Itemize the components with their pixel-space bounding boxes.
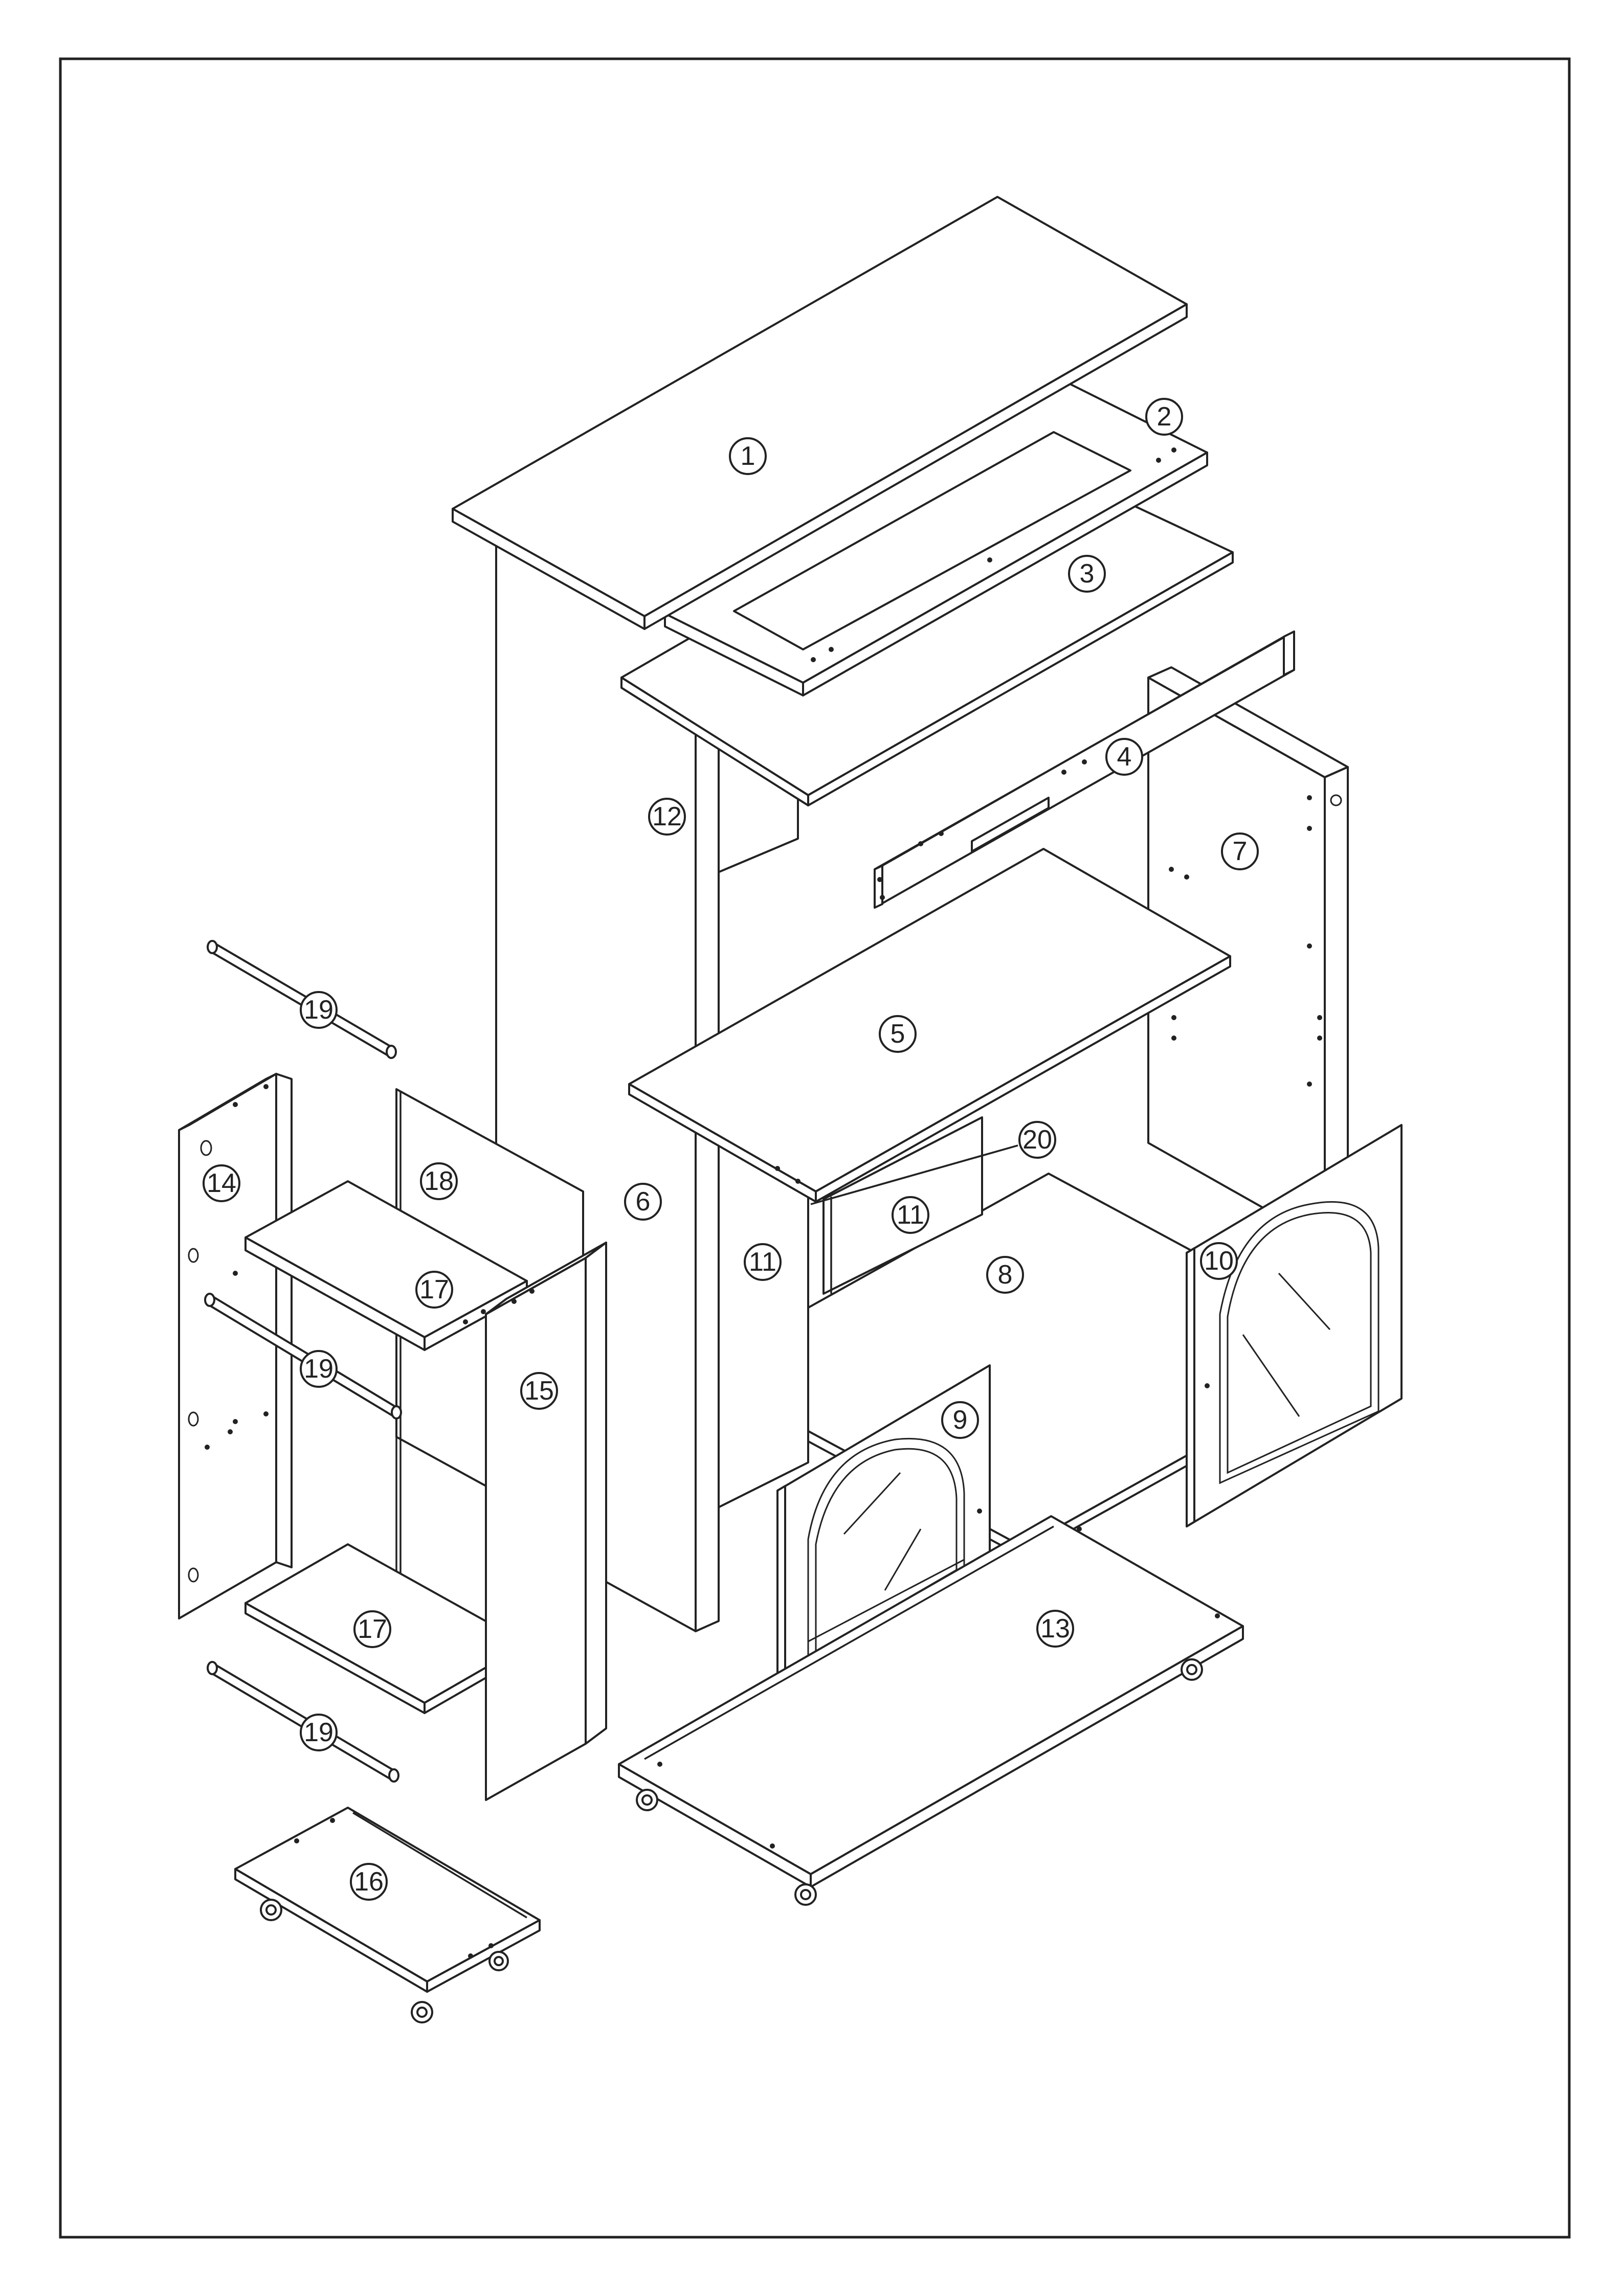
part-2-top-frame [664, 382, 1208, 696]
part-19-rod-top [207, 940, 397, 1059]
page-border [59, 57, 1571, 2239]
svg-text:8: 8 [998, 1260, 1013, 1290]
callout-part-5: 5 [879, 1015, 917, 1053]
callout-part-4: 4 [1105, 738, 1143, 776]
callout-part-2: 2 [1145, 398, 1183, 436]
svg-text:6: 6 [636, 1187, 651, 1217]
part-5-middle-shelf [628, 848, 1231, 1203]
svg-text:19: 19 [304, 1718, 333, 1747]
part-4-front-rail [874, 631, 1295, 909]
part-10-right-door [1186, 1124, 1403, 1527]
svg-text:14: 14 [207, 1168, 236, 1198]
callout-part-13: 13 [1036, 1610, 1074, 1648]
svg-text:3: 3 [1080, 559, 1095, 589]
callout-part-17b: 17 [353, 1610, 391, 1648]
callout-part-17a: 17 [415, 1271, 453, 1309]
svg-text:13: 13 [1040, 1614, 1070, 1644]
svg-text:1: 1 [741, 441, 755, 471]
svg-text:17: 17 [419, 1275, 449, 1304]
callout-part-19c: 19 [300, 1714, 338, 1751]
callout-part-11b: 11 [892, 1196, 929, 1234]
callout-part-1: 1 [729, 437, 767, 475]
svg-text:11: 11 [897, 1200, 924, 1230]
svg-text:12: 12 [652, 802, 682, 831]
part-17-upper-shelf [244, 1180, 528, 1351]
callout-part-7: 7 [1221, 832, 1259, 870]
svg-text:7: 7 [1233, 837, 1248, 866]
svg-text:18: 18 [424, 1166, 454, 1196]
svg-text:10: 10 [1204, 1246, 1234, 1276]
callout-part-11a: 11 [744, 1243, 782, 1281]
svg-text:5: 5 [891, 1019, 905, 1049]
svg-text:9: 9 [953, 1405, 968, 1435]
part-20-leader [810, 1144, 1018, 1205]
callout-part-19b: 19 [300, 1350, 338, 1388]
callout-part-16: 16 [350, 1863, 388, 1901]
svg-text:20: 20 [1022, 1125, 1052, 1155]
svg-text:11: 11 [749, 1247, 776, 1277]
callout-part-19a: 19 [300, 991, 338, 1029]
svg-text:19: 19 [304, 995, 333, 1025]
part-13-main-base [618, 1515, 1244, 1906]
part-16-small-base [234, 1807, 541, 2023]
callout-part-3: 3 [1068, 555, 1106, 593]
callout-part-20: 20 [1018, 1121, 1056, 1159]
callout-part-6: 6 [624, 1183, 662, 1221]
svg-text:19: 19 [304, 1354, 333, 1384]
callout-part-15: 15 [520, 1372, 558, 1410]
callout-part-9: 9 [941, 1401, 979, 1439]
part-15-cabinet-front [485, 1242, 607, 1801]
part-1-top-panel [452, 196, 1188, 630]
callout-part-12: 12 [648, 798, 686, 836]
callout-part-14: 14 [203, 1164, 240, 1202]
svg-text:2: 2 [1157, 402, 1172, 432]
part-14-cabinet-side [178, 1073, 293, 1619]
callout-part-10: 10 [1200, 1242, 1238, 1280]
part-callouts: 1 2 3 4 5 6 7 8 9 10 11 11 12 13 14 15 1… [203, 398, 1259, 1901]
svg-text:15: 15 [524, 1376, 554, 1406]
svg-text:17: 17 [358, 1614, 387, 1644]
svg-text:4: 4 [1117, 742, 1132, 772]
svg-text:16: 16 [354, 1867, 384, 1897]
callout-part-18: 18 [420, 1162, 458, 1200]
callout-part-8: 8 [986, 1256, 1024, 1294]
